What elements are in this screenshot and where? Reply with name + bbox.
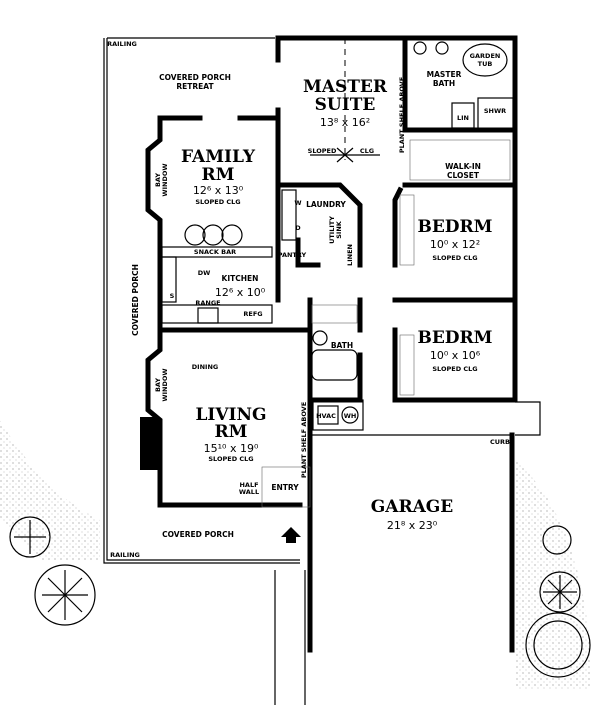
kitchen-name: KITCHEN [222, 274, 259, 283]
fixtures [161, 38, 541, 508]
entry-label: ENTRY [271, 483, 299, 492]
curb-label: CURB [490, 438, 510, 446]
arrow-up-icon [281, 527, 301, 543]
sink-label: S [170, 292, 175, 300]
bedroom-1-note: SLOPED CLG [432, 254, 477, 262]
dryer-label: D [295, 224, 301, 232]
family-room-note: SLOPED CLG [195, 198, 240, 206]
garden-tub-label: GARDEN [470, 52, 501, 60]
landscaping [0, 420, 591, 690]
railing-bottom-label: RAILING [110, 551, 140, 559]
bay-window-bottom-label-2: WINDOW [161, 368, 169, 401]
washer-label: W [294, 199, 301, 207]
master-bath-label: MASTER [427, 70, 462, 79]
living-room-dims: 15¹⁰ x 19⁰ [204, 442, 259, 455]
utility-sink-label-2: SINK [335, 220, 343, 239]
snack-bar-label: SNACK BAR [194, 248, 236, 256]
bath-label: BATH [331, 341, 353, 350]
master-suite-name: MASTER [303, 77, 388, 97]
living-room-note: SLOPED CLG [208, 455, 253, 463]
garage-dims: 21⁸ x 23⁰ [387, 519, 438, 532]
master-bath-label-2: BATH [433, 79, 455, 88]
bay-window-top-label-2: WINDOW [161, 163, 169, 196]
tree [542, 525, 572, 555]
porch-outline [103, 37, 306, 705]
family-room-name: FAMILY [181, 147, 256, 167]
tree [34, 564, 96, 626]
walls [140, 35, 518, 653]
tree [9, 516, 51, 558]
bedroom-1-dims: 10⁰ x 12² [430, 238, 480, 251]
refrigerator-label: REFG [243, 310, 262, 318]
walk-in-closet-label: WALK-IN [445, 162, 481, 171]
tree [525, 612, 591, 678]
railing-top-label: RAILING [107, 40, 137, 48]
porch-retreat-label-2: RETREAT [176, 82, 214, 91]
garden-tub-label-2: TUB [478, 60, 493, 68]
linen-hall-label: LINEN [346, 244, 354, 266]
range-label: RANGE [195, 299, 220, 307]
water-heater-label: WH [344, 412, 357, 420]
half-wall-label: HALF [239, 481, 258, 489]
family-room-name-2: RM [202, 165, 235, 185]
bedroom-2-dims: 10⁰ x 10⁶ [430, 349, 481, 362]
living-room-name: LIVING [195, 405, 266, 425]
bedroom-1-name: BEDRM [417, 217, 492, 237]
master-suite-note: SLOPED [308, 147, 337, 155]
linen-bath-label: LIN [457, 114, 469, 122]
half-wall-label-2: WALL [239, 488, 259, 496]
hvac-label: HVAC [316, 412, 336, 420]
bedroom-2-name: BEDRM [417, 328, 492, 348]
master-suite-name-2: SUITE [315, 95, 376, 115]
covered-porch-front-label: COVERED PORCH [162, 530, 234, 539]
living-room-name-2: RM [215, 422, 248, 442]
kitchen-dims: 12⁶ x 10⁰ [215, 286, 266, 299]
bay-window-bottom-label: BAY [154, 378, 162, 392]
covered-porch-side-label: COVERED PORCH [131, 264, 140, 336]
shower-label: SHWR [484, 107, 506, 115]
pantry-label: PANTRY [278, 251, 307, 259]
bay-window-top-label: BAY [154, 173, 162, 187]
tree [539, 571, 581, 613]
porch-retreat-label: COVERED PORCH [159, 73, 231, 82]
dishwasher-label: DW [198, 269, 211, 277]
utility-sink-label: UTILITY [328, 216, 336, 244]
family-room-dims: 12⁶ x 13⁰ [193, 184, 244, 197]
garage-name: GARAGE [371, 497, 454, 517]
master-suite-dims: 13⁸ x 16² [320, 116, 370, 129]
plant-shelf-bottom-label: PLANT SHELF ABOVE [300, 402, 308, 478]
walk-in-closet-label-2: CLOSET [447, 171, 480, 180]
dining-label: DINING [192, 363, 218, 371]
master-suite-note-2: CLG [360, 147, 374, 155]
bedroom-2-note: SLOPED CLG [432, 365, 477, 373]
plant-shelf-top-label: PLANT SHELF ABOVE [398, 77, 406, 153]
laundry-label: LAUNDRY [306, 200, 346, 209]
